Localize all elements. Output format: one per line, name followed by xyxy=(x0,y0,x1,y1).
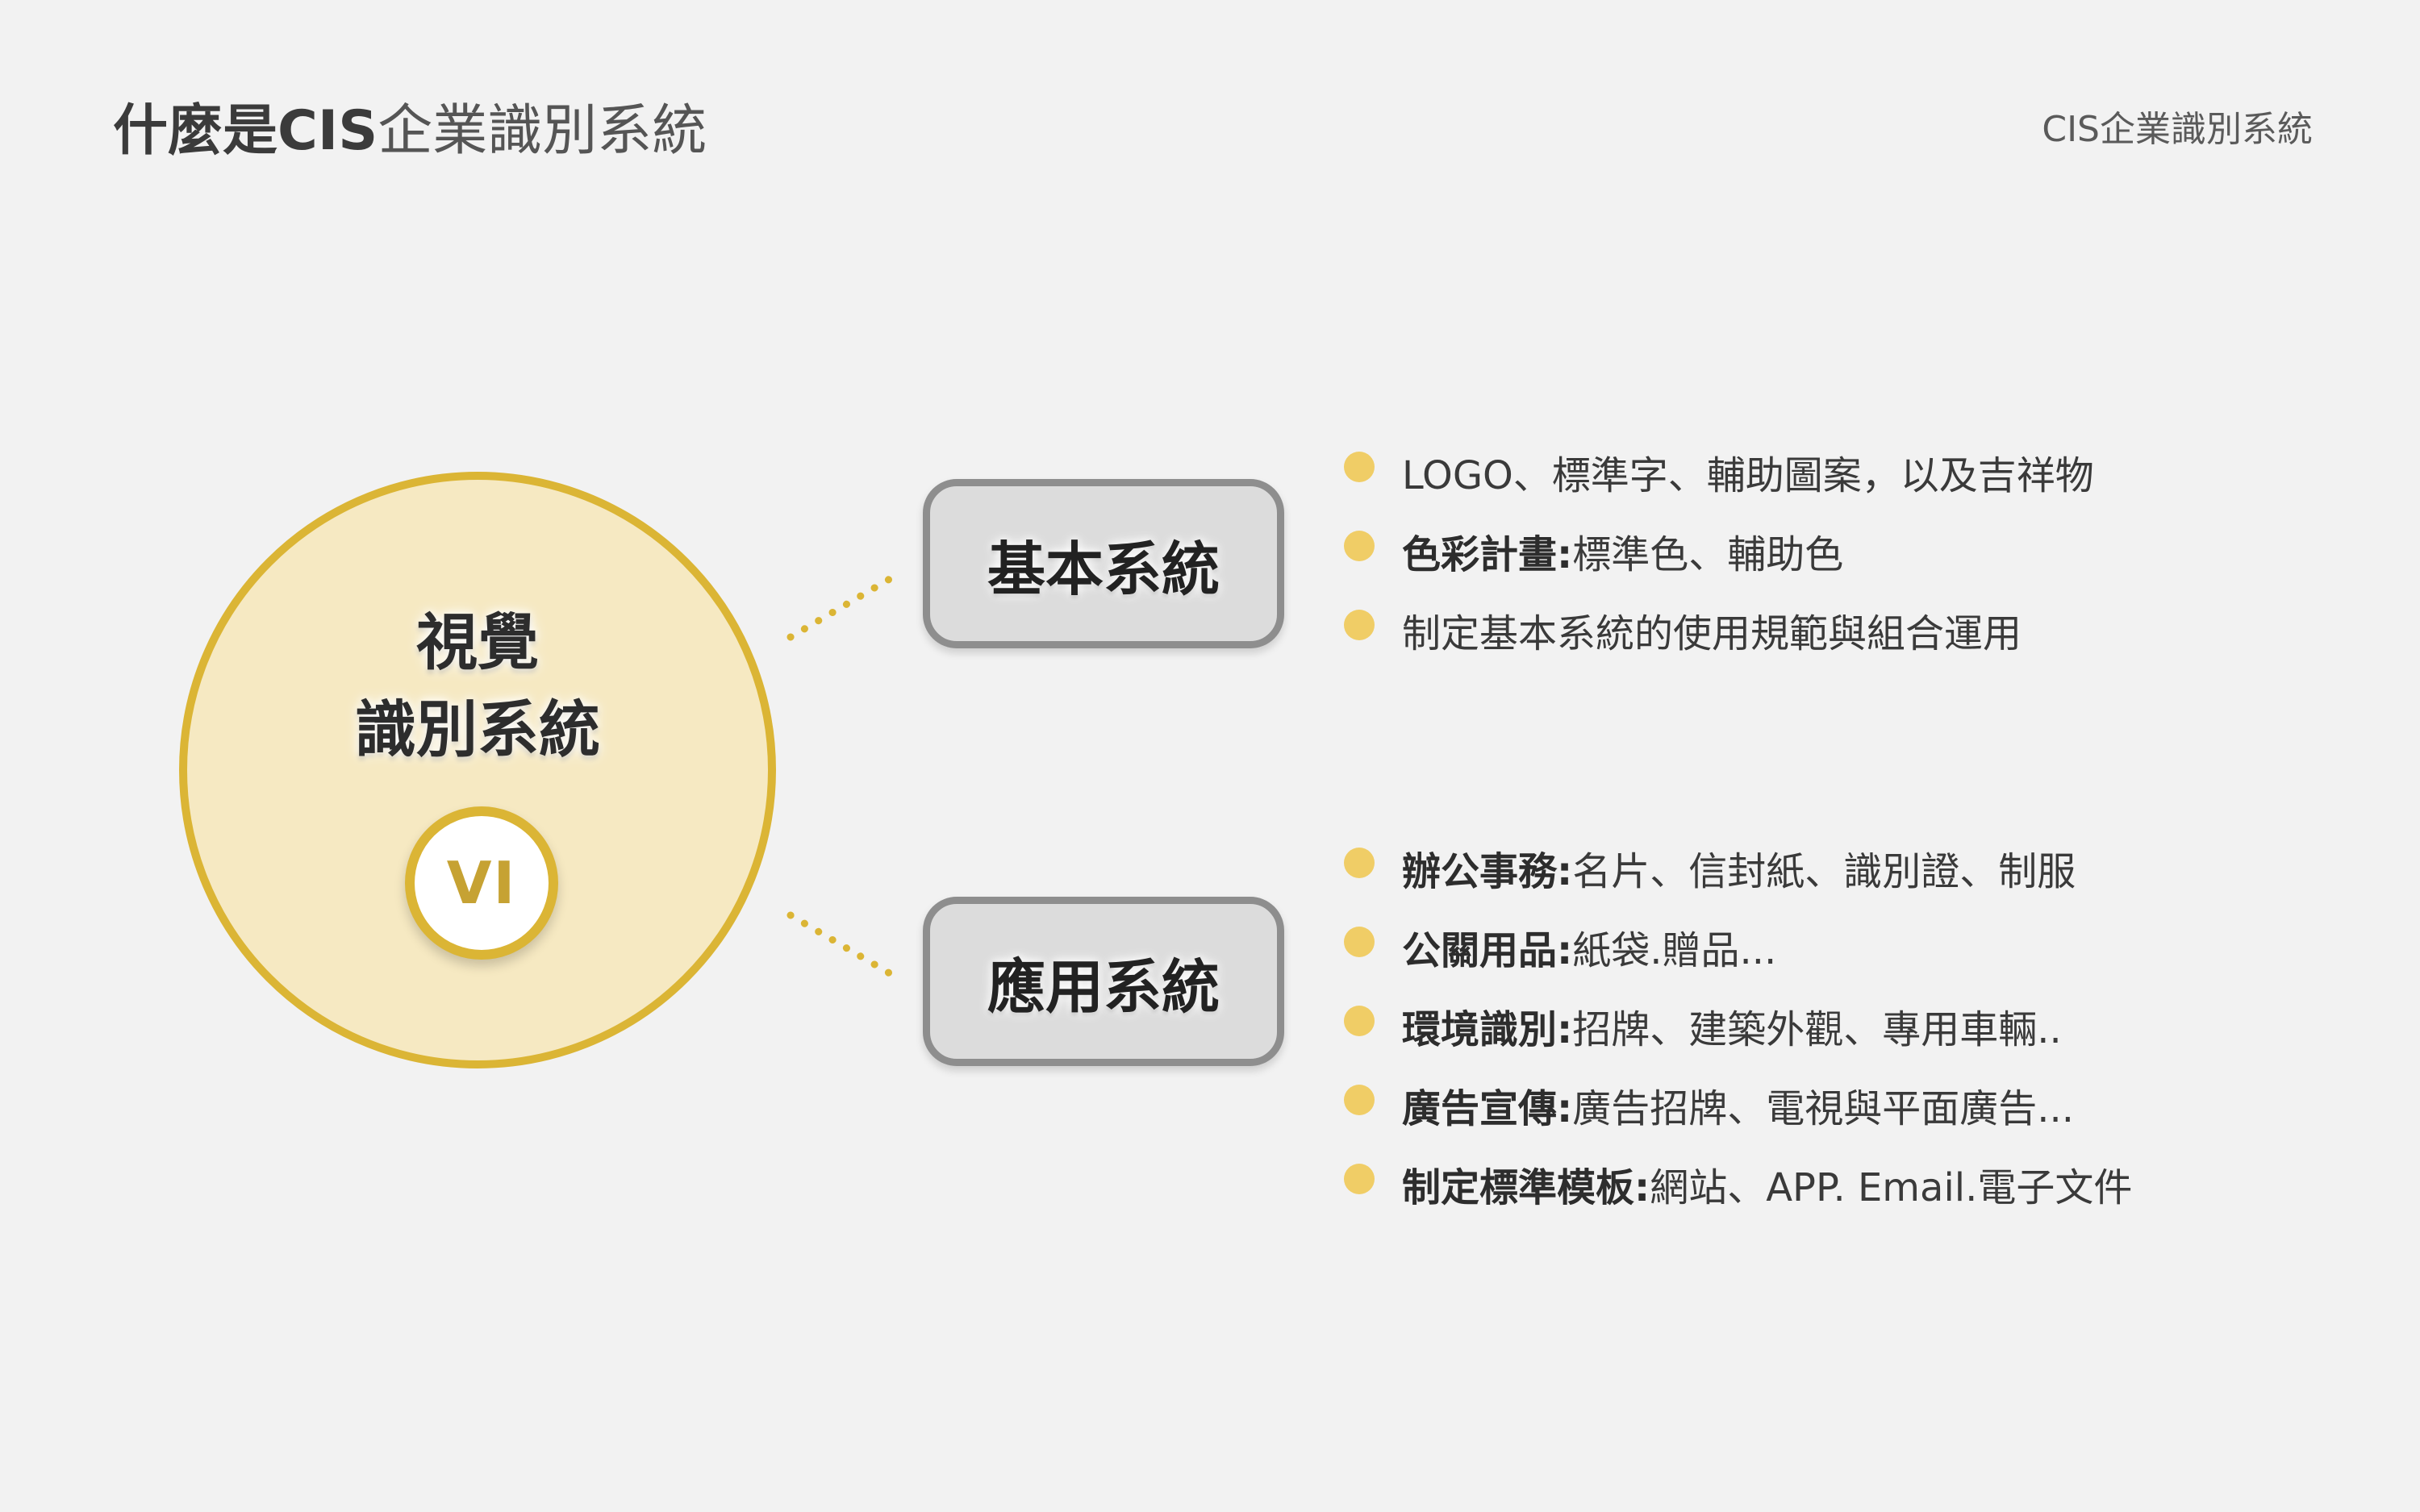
title-light: 企業識別系統 xyxy=(378,99,707,163)
bullet-dot-icon xyxy=(1344,1006,1375,1036)
item-bold: 色彩計畫: xyxy=(1402,532,1573,577)
item-text: 標準色、輔助色 xyxy=(1572,532,1844,577)
list-item: 色彩計畫:標準色、輔助色 xyxy=(1344,511,2094,590)
vi-title-line2: 識別系統 xyxy=(355,694,600,765)
bullet-dot-icon xyxy=(1344,1085,1375,1115)
item-bold: 制定標準模板: xyxy=(1402,1165,1650,1210)
item-bold: 辦公事務: xyxy=(1402,849,1573,894)
vi-badge: VI xyxy=(405,806,558,960)
corner-label: CIS企業識別系統 xyxy=(2042,109,2313,150)
list-item: 制定標準模板:網站、APP. Email.電子文件 xyxy=(1344,1144,2132,1223)
connector-basic xyxy=(786,573,898,641)
title-bold: 什麼是CIS xyxy=(113,99,378,163)
item-bold: 環境識別: xyxy=(1402,1007,1573,1052)
bullet-dot-icon xyxy=(1344,531,1375,561)
application-system-box: 應用系統 xyxy=(923,897,1284,1066)
connector-application xyxy=(786,911,898,980)
item-bold: 公關用品: xyxy=(1402,928,1573,973)
bullet-dot-icon xyxy=(1344,452,1375,482)
basic-system-list: LOGO、標準字、輔助圖案，以及吉祥物 色彩計畫:標準色、輔助色 制定基本系統的… xyxy=(1344,432,2094,669)
item-text: 廣告招牌、電視與平面廣告... xyxy=(1572,1086,2074,1131)
item-bold: 廣告宣傳: xyxy=(1402,1086,1573,1131)
item-text: 名片、信封紙、識別證、制服 xyxy=(1572,849,2076,894)
list-item: 制定基本系統的使用規範與組合運用 xyxy=(1344,590,2094,669)
page-title: 什麼是CIS企業識別系統 xyxy=(113,95,707,168)
list-item: LOGO、標準字、輔助圖案，以及吉祥物 xyxy=(1344,432,2094,511)
vi-circle: 視覺 識別系統 VI xyxy=(179,472,776,1068)
bullet-dot-icon xyxy=(1344,848,1375,878)
list-item: 公關用品:紙袋.贈品... xyxy=(1344,907,2132,986)
bullet-dot-icon xyxy=(1344,927,1375,957)
item-text: 招牌、建築外觀、專用車輛.. xyxy=(1572,1007,2062,1052)
item-text: 紙袋.贈品... xyxy=(1572,928,1777,973)
item-text: LOGO、標準字、輔助圖案，以及吉祥物 xyxy=(1402,453,2094,498)
item-text: 制定基本系統的使用規範與組合運用 xyxy=(1402,611,2022,656)
item-text: 網站、APP. Email.電子文件 xyxy=(1650,1165,2133,1210)
list-item: 辦公事務:名片、信封紙、識別證、制服 xyxy=(1344,828,2132,907)
bullet-dot-icon xyxy=(1344,1164,1375,1194)
list-item: 環境識別:招牌、建築外觀、專用車輛.. xyxy=(1344,986,2132,1065)
bullet-dot-icon xyxy=(1344,610,1375,640)
basic-system-box: 基本系統 xyxy=(923,479,1284,648)
application-system-list: 辦公事務:名片、信封紙、識別證、制服 公關用品:紙袋.贈品... 環境識別:招牌… xyxy=(1344,828,2132,1223)
list-item: 廣告宣傳:廣告招牌、電視與平面廣告... xyxy=(1344,1065,2132,1144)
vi-title-line1: 視覺 xyxy=(416,606,539,678)
